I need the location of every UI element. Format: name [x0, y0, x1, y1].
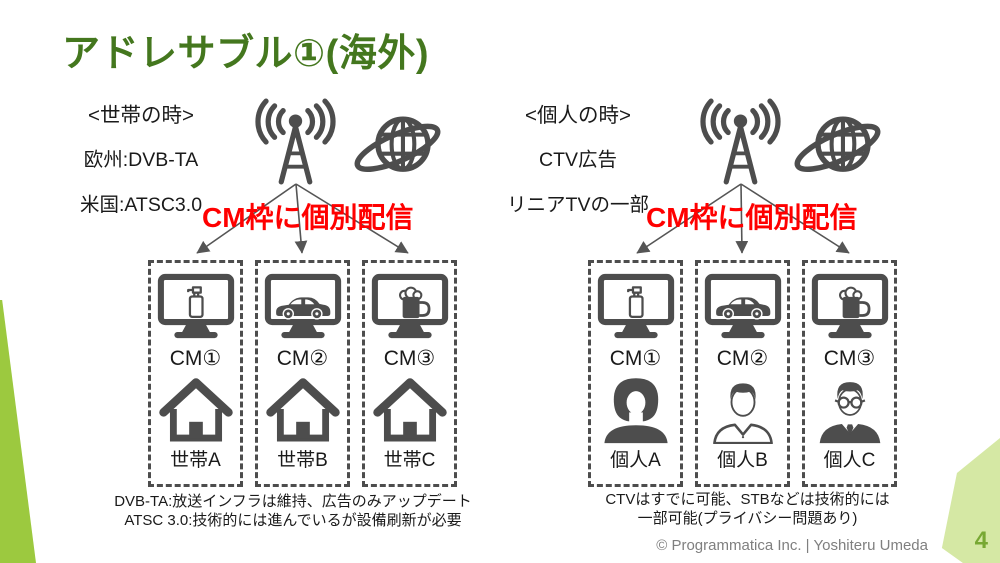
broadcast-tower-icon — [693, 96, 788, 188]
broadcast-tower-icon — [248, 96, 343, 188]
cm-label: CM① — [169, 347, 222, 370]
individual-label: 個人B — [717, 450, 768, 471]
household-line-europe: 欧州:DVB-TA — [83, 149, 199, 171]
individual-line-linear: リニアTVの一部 — [507, 194, 649, 216]
tv-car-icon — [704, 273, 782, 339]
note-line: 一部可能(プライバシー問題あり) — [637, 510, 858, 528]
note-line: CTVはすでに可能、STBなどは技術的には — [605, 491, 890, 508]
person-woman-icon — [596, 374, 676, 444]
individual-box-b: CM② 個人B — [695, 260, 790, 487]
tv-pump-bottle-icon — [157, 273, 235, 339]
household-box-c: CM③ 世帯C — [362, 260, 457, 487]
tv-pump-bottle-icon — [597, 273, 675, 339]
household-label: 世帯A — [170, 450, 221, 471]
cm-label: CM② — [276, 347, 329, 370]
page-title: アドレサブル①(海外) — [62, 33, 429, 75]
globe-network-icon — [350, 106, 445, 186]
individual-box-a: CM① 個人A — [588, 260, 683, 487]
person-man-icon — [703, 374, 783, 444]
delivery-arrows — [196, 183, 409, 254]
tv-beer-mug-icon — [371, 273, 449, 339]
house-icon — [370, 374, 450, 444]
household-box-b: CM② 世帯B — [255, 260, 350, 487]
page-number: 4 — [974, 527, 988, 554]
copyright-footer: © Programmatica Inc. | Yoshiteru Umeda — [656, 537, 928, 554]
household-heading: <世帯の時> — [88, 104, 194, 127]
household-box-a: CM① 世帯A — [148, 260, 243, 487]
cm-label: CM③ — [383, 347, 436, 370]
individual-line-ctv: CTV広告 — [538, 149, 617, 171]
house-icon — [156, 374, 236, 444]
household-box-row: CM① 世帯A CM② 世帯B CM③ 世帯C — [148, 260, 457, 487]
person-man-glasses-icon — [810, 374, 890, 444]
cm-label: CM① — [609, 347, 662, 370]
note-line: DVB-TA:放送インフラは維持、広告のみアップデート — [114, 493, 472, 510]
individual-box-c: CM③ 個人C — [802, 260, 897, 487]
individual-info-block: <個人の時> CTV広告 リニアTVの一部 — [472, 98, 684, 233]
household-label: 世帯C — [383, 450, 436, 471]
individual-label: 個人C — [823, 450, 876, 471]
tv-car-icon — [264, 273, 342, 339]
cm-label: CM② — [716, 347, 769, 370]
delivery-label: CM枠に個別配信 — [646, 202, 858, 233]
household-note: DVB-TA:放送インフラは維持、広告のみアップデート ATSC 3.0:技術的… — [78, 492, 508, 530]
note-line: ATSC 3.0:技術的には進んでいるが設備刷新が必要 — [124, 512, 462, 530]
globe-network-icon — [790, 106, 885, 186]
theme-wedge-shape — [0, 300, 36, 563]
cm-label: CM③ — [823, 347, 876, 370]
tv-beer-mug-icon — [811, 273, 889, 339]
theme-corner-shape — [941, 437, 1000, 563]
individual-box-row: CM① 個人A CM② 個人B CM③ 個人C — [588, 260, 897, 487]
individual-note: CTVはすでに可能、STBなどは技術的には 一部可能(プライバシー問題あり) — [560, 490, 935, 528]
household-label: 世帯B — [277, 450, 328, 471]
delivery-label: CM枠に個別配信 — [202, 202, 414, 233]
individual-label: 個人A — [610, 450, 661, 471]
delivery-arrows — [636, 183, 850, 254]
household-line-us: 米国:ATSC3.0 — [79, 194, 203, 216]
individual-heading: <個人の時> — [525, 104, 631, 127]
household-info-block: <世帯の時> 欧州:DVB-TA 米国:ATSC3.0 — [35, 98, 247, 233]
house-icon — [263, 374, 343, 444]
